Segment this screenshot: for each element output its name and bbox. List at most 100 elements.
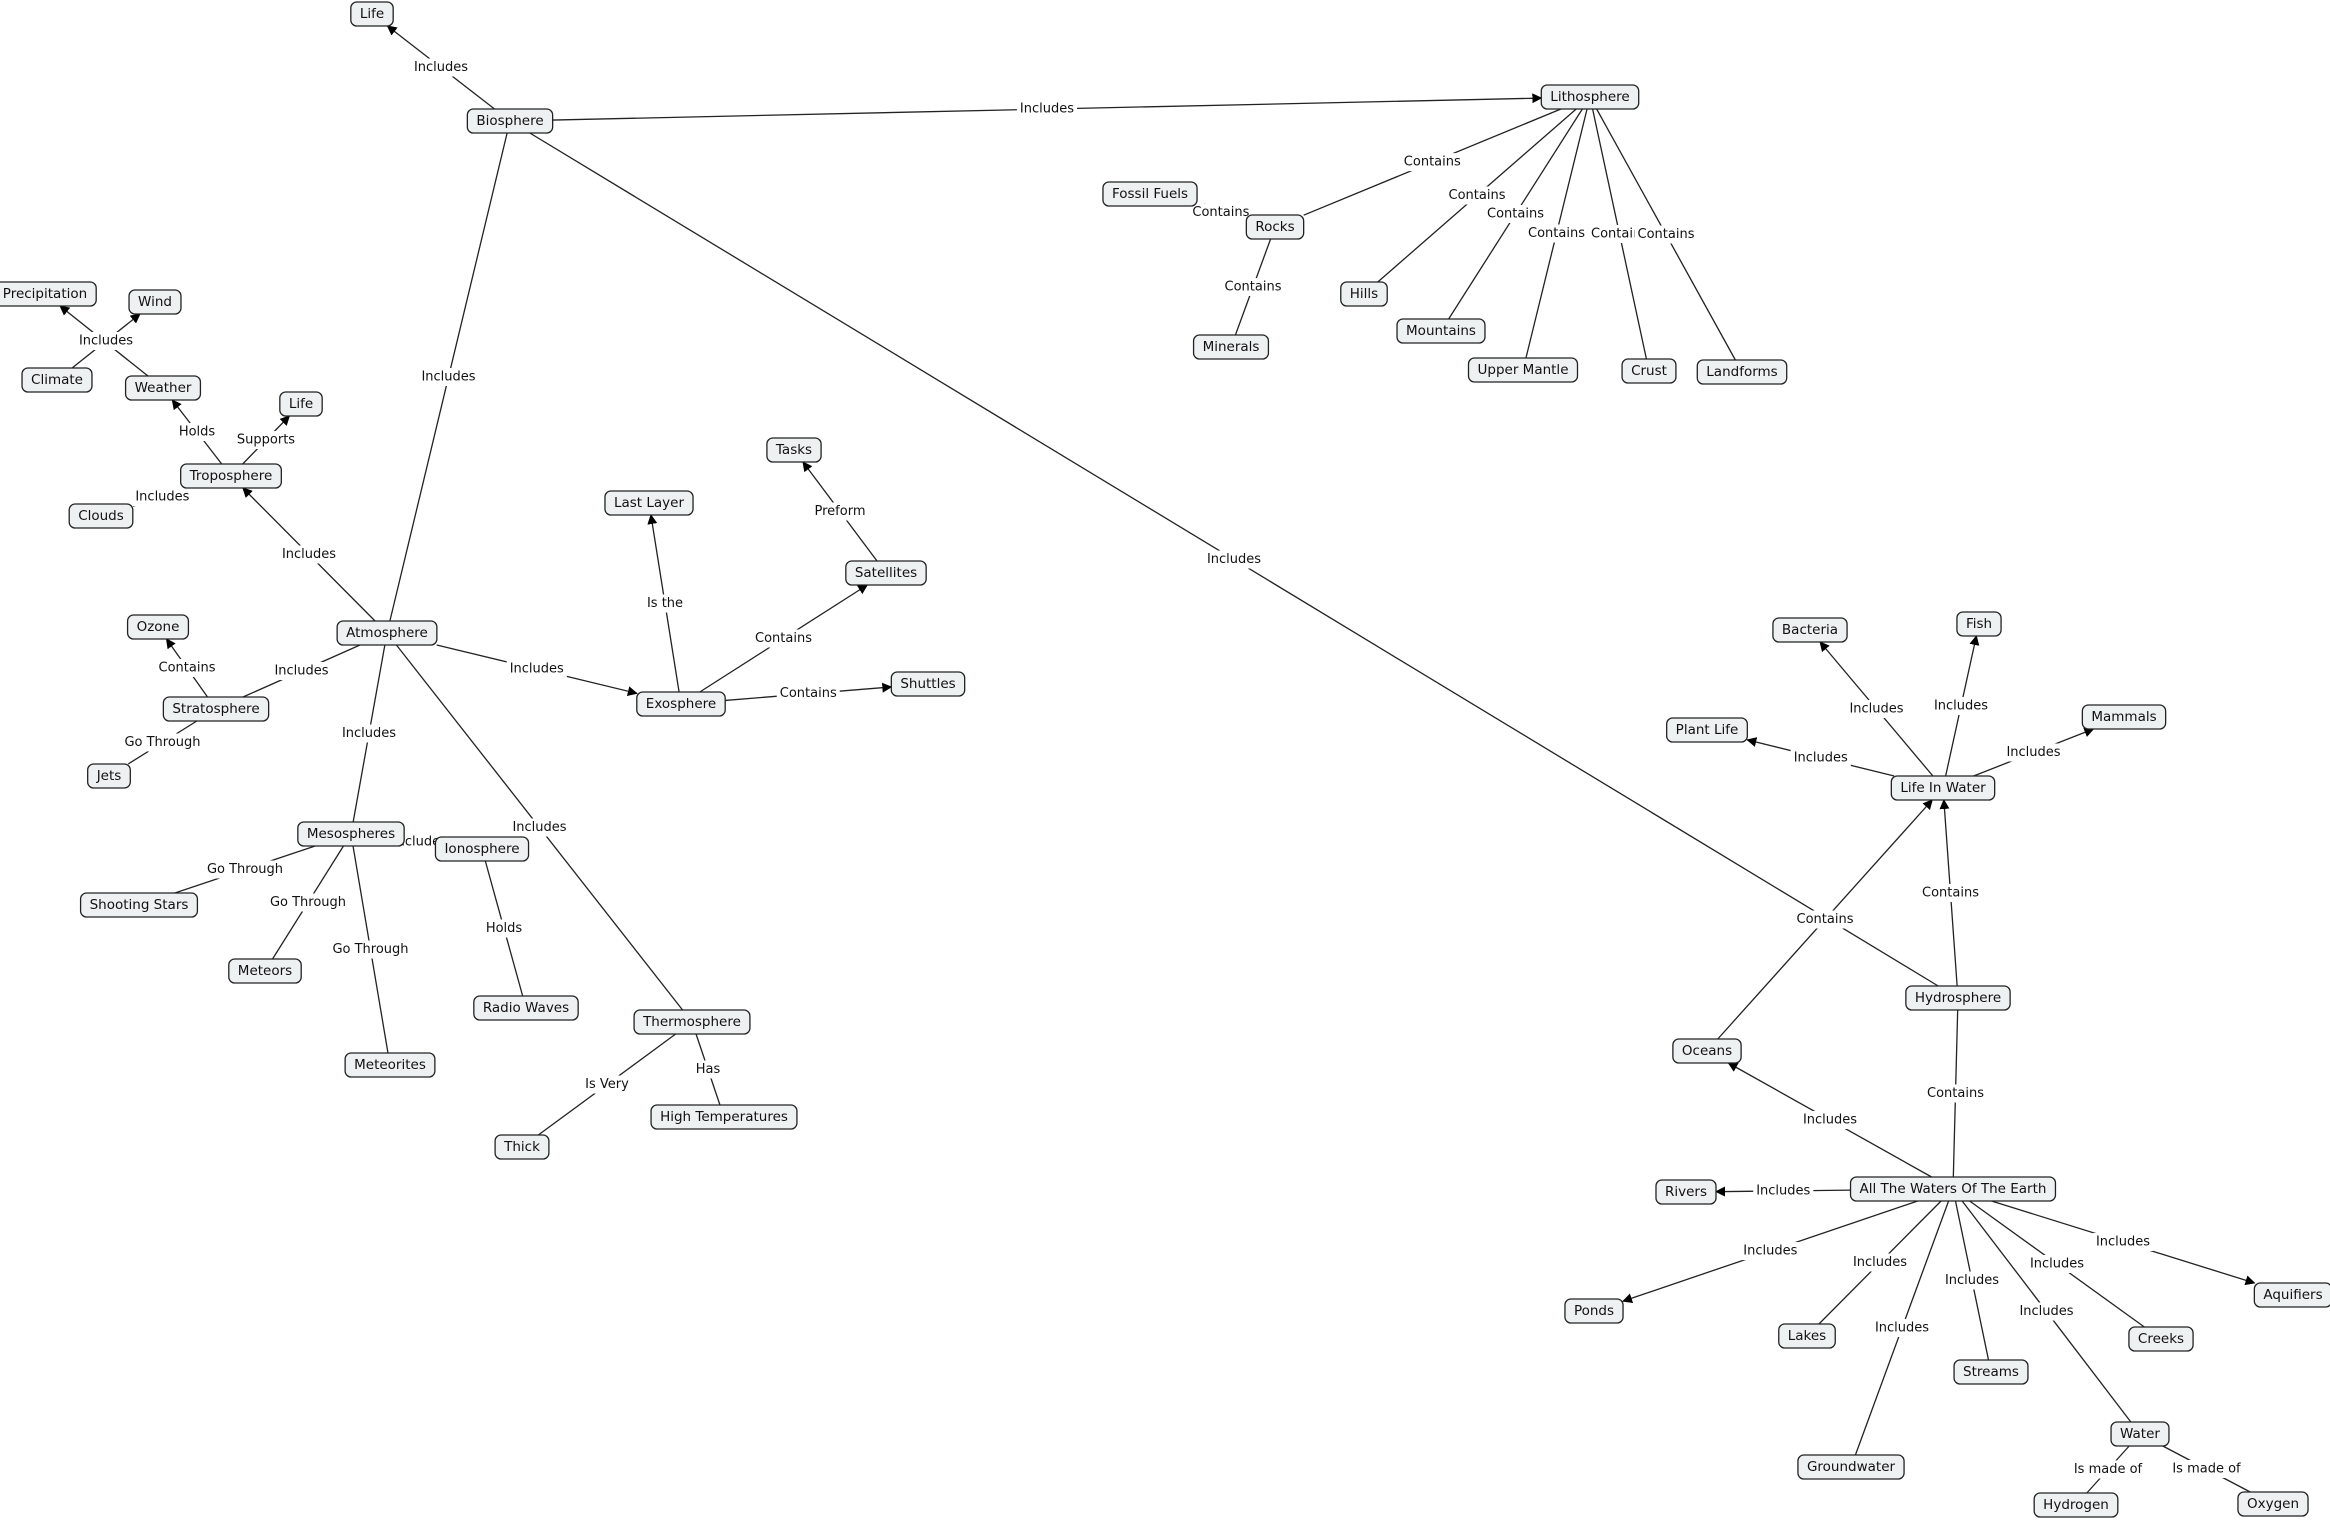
concept-rivers[interactable]: Rivers [1655,1179,1717,1205]
link-label-background [155,659,219,677]
link-label-background [2026,1255,2088,1273]
concept-bacteria[interactable]: Bacteria [1772,617,1848,643]
concept-water[interactable]: Water [2110,1421,2170,1447]
concept-hydrogen[interactable]: Hydrogen [2033,1492,2119,1518]
concept-creeks[interactable]: Creeks [2128,1326,2194,1352]
link-label-background [811,502,869,521]
link-label-text: Contains [1528,226,1585,241]
concept-streams[interactable]: Streams [1953,1359,2029,1385]
link-label-all-water: Includes [2016,1302,2077,1321]
link-label-all-oceans: Includes [1799,1111,1861,1129]
link-label-text: Includes [1756,1183,1810,1198]
link-label-text: Includes [342,726,396,741]
concept-clouds[interactable]: Clouds [68,503,134,529]
concept-oceans[interactable]: Oceans [1672,1038,1742,1064]
link-label-thermo-thick: Is Very [582,1075,632,1094]
link-label-text: Go Through [124,735,200,750]
concept-label: Bacteria [1782,622,1838,638]
link-label-background [1016,100,1078,119]
concept-last-layer[interactable]: Last Layer [604,490,694,516]
concept-box [228,958,302,984]
link-label-background [2070,1460,2146,1479]
concept-box [766,437,822,463]
link-label-text: Includes [282,547,336,562]
concept-meteors[interactable]: Meteors [228,958,302,984]
link-label-text: Includes [1803,1113,1857,1128]
concept-satellites[interactable]: Satellites [845,560,927,586]
concept-mammals[interactable]: Mammals [2081,704,2167,730]
link-label-atmo-meso: Includes [338,724,400,743]
concept-biosphere[interactable]: Biosphere [466,108,554,134]
concept-mountains[interactable]: Mountains [1396,318,1486,344]
concept-stratosphere[interactable]: Stratosphere [162,696,270,722]
link-label-text: Contains [780,686,837,701]
concept-label: Hydrogen [2043,1497,2109,1513]
concept-landforms[interactable]: Landforms [1696,359,1788,385]
concept-box [1797,1454,1905,1480]
concept-all-waters[interactable]: All The Waters Of The Earth [1849,1176,2057,1202]
concept-label: Shuttles [900,676,955,692]
concept-radio-waves[interactable]: Radio Waves [473,995,579,1021]
concept-fish[interactable]: Fish [1956,611,2002,637]
concept-crust[interactable]: Crust [1621,358,1677,384]
concept-box [180,463,282,489]
link-label-meso-meteors: Go Through [266,893,350,912]
concept-shooting-stars[interactable]: Shooting Stars [79,892,199,918]
concept-atmosphere[interactable]: Atmosphere [336,620,438,646]
link-label-text: Includes [1794,750,1848,765]
concept-exosphere[interactable]: Exosphere [636,691,726,717]
concept-wind[interactable]: Wind [128,289,182,315]
concept-label: Streams [1963,1364,2019,1380]
concept-box [1467,357,1579,383]
concept-label: Water [2120,1426,2160,1442]
concept-box [604,490,694,516]
concept-life-in-water[interactable]: Life In Water [1890,775,1996,801]
link-label-hydro-liw: Contains [1919,884,1982,902]
link-label-litho-mountains: Contains [1484,205,1547,223]
concept-minerals[interactable]: Minerals [1192,334,1270,360]
link-label-water-hydrogen: Is made of [2070,1460,2146,1479]
link-label-all-lakes: Includes [1849,1253,1911,1272]
concept-mesospheres[interactable]: Mesospheres [297,821,405,847]
concept-ionosphere[interactable]: Ionosphere [434,836,530,862]
concept-lithosphere[interactable]: Lithosphere [1540,84,1640,110]
concept-tasks[interactable]: Tasks [766,437,822,463]
link-label-text: Has [696,1062,721,1077]
concept-high-temperatures[interactable]: High Temperatures [650,1104,798,1130]
link-label-text: Contains [1404,155,1461,170]
link-label-background [1221,278,1285,296]
concept-rocks[interactable]: Rocks [1245,214,1305,240]
concept-ozone[interactable]: Ozone [126,614,190,640]
concept-fossil-fuels[interactable]: Fossil Fuels [1102,181,1198,207]
concept-thermosphere[interactable]: Thermosphere [633,1009,751,1035]
concept-jets[interactable]: Jets [87,763,131,789]
concept-groundwater[interactable]: Groundwater [1797,1454,1905,1480]
concept-life-top[interactable]: Life [350,1,394,27]
concept-ponds[interactable]: Ponds [1564,1298,1624,1324]
link-label-text: Includes [512,820,566,835]
concept-troposphere[interactable]: Troposphere [180,463,282,489]
concept-label: Groundwater [1807,1459,1896,1475]
link-label-background [203,860,287,879]
concept-aquifiers[interactable]: Aquifiers [2253,1282,2330,1308]
link-label-atmo-exo: Includes [506,660,567,679]
concept-thick[interactable]: Thick [494,1134,550,1160]
concept-plant-life[interactable]: Plant Life [1666,717,1748,743]
link-label-background [1793,910,1857,929]
concept-label: All The Waters Of The Earth [1860,1181,2047,1197]
concept-lakes[interactable]: Lakes [1778,1323,1836,1349]
concept-oxygen[interactable]: Oxygen [2237,1491,2309,1517]
concept-label: Exosphere [646,696,716,712]
concept-upper-mantle[interactable]: Upper Mantle [1467,357,1579,383]
concept-hydrosphere[interactable]: Hydrosphere [1905,985,2011,1011]
concept-label: Mesospheres [307,826,395,842]
concept-life-trop[interactable]: Life [279,391,323,417]
link-label-background [410,58,472,77]
concept-precipitation[interactable]: Precipitation [0,281,97,307]
concept-label: Tasks [775,442,812,458]
concept-weather[interactable]: Weather [124,375,202,401]
concept-shuttles[interactable]: Shuttles [890,671,966,697]
concept-meteorites[interactable]: Meteorites [344,1052,436,1078]
concept-hills[interactable]: Hills [1340,281,1388,307]
concept-climate[interactable]: Climate [21,367,93,393]
